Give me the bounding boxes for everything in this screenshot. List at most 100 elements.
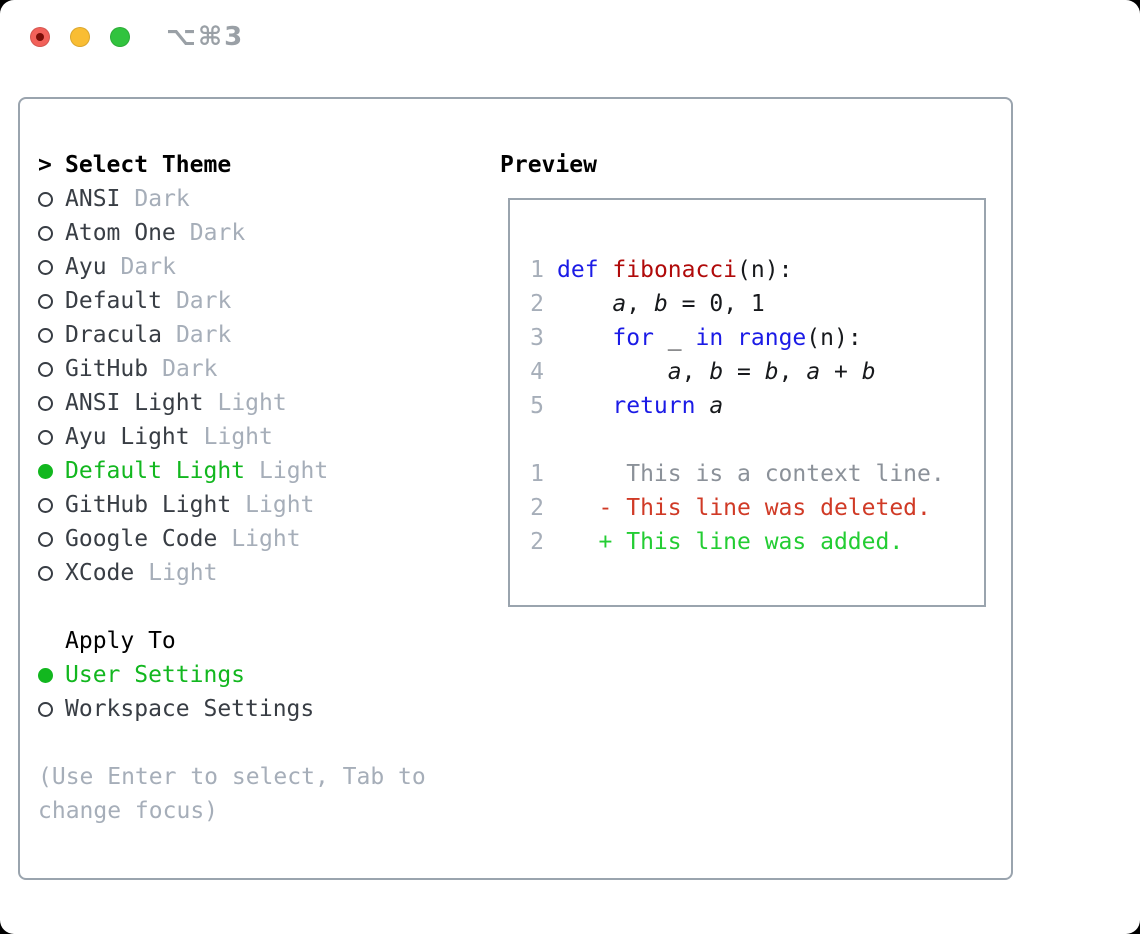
theme-name: Default Light [65, 458, 246, 484]
close-button[interactable] [30, 27, 50, 47]
radio-column [38, 259, 65, 275]
theme-option-google-code-light[interactable]: Google Code Light [38, 522, 458, 556]
apply-option-user-settings[interactable]: User Settings [38, 658, 458, 692]
theme-variant: Dark [134, 186, 190, 212]
radio-icon [38, 701, 53, 717]
theme-option-default-dark[interactable]: Default Dark [38, 284, 458, 318]
radio-selected-icon [38, 667, 53, 683]
theme-option-ansi-light[interactable]: ANSI Light Light [38, 386, 458, 420]
radio-column [38, 361, 65, 377]
theme-name: Dracula [65, 322, 162, 348]
theme-variant: Dark [120, 254, 176, 280]
code-line: 3 for _ in range(n): [530, 321, 984, 355]
radio-column [38, 225, 65, 241]
theme-option-atom-one-dark[interactable]: Atom One Dark [38, 216, 458, 250]
code-token-plain: , [778, 359, 807, 385]
radio-icon [38, 293, 53, 309]
code-line: 2 + This line was added. [530, 525, 984, 559]
theme-variant: Dark [175, 322, 232, 348]
code-token-kw: for [612, 325, 654, 351]
theme-option-ayu-light[interactable]: Ayu Light Light [38, 420, 458, 454]
radio-column [38, 327, 65, 343]
code-token-plain [557, 359, 668, 385]
line-number: 4 [530, 359, 544, 385]
keyboard-hint: (Use Enter to select, Tab to change focu… [38, 764, 426, 824]
code-token-plain: _ [653, 325, 696, 351]
theme-list: > Select Theme ANSI Dark Atom One Dark A… [38, 148, 458, 828]
window-controls [30, 27, 130, 47]
theme-option-ansi-dark[interactable]: ANSI Dark [38, 182, 458, 216]
theme-option-ayu-dark[interactable]: Ayu Dark [38, 250, 458, 284]
code-token-ctx: This is a context line. [557, 461, 945, 487]
code-token-var: b [764, 359, 779, 385]
radio-icon [38, 497, 53, 513]
minimize-button[interactable] [70, 27, 90, 47]
zoom-button[interactable] [110, 27, 130, 47]
theme-name: Atom One [65, 220, 176, 246]
radio-column [38, 565, 65, 581]
apply-to-header: Apply To [38, 624, 458, 658]
line-number: 2 [530, 495, 544, 521]
theme-variant: Dark [189, 220, 246, 246]
code-line: 4 a, b = b, a + b [530, 355, 984, 389]
radio-selected-icon [38, 463, 53, 479]
theme-variant: Light [259, 458, 329, 484]
code-token-del: - This line was deleted. [557, 495, 931, 521]
code-line: 2 a, b = 0, 1 [530, 287, 984, 321]
line-number: 5 [530, 393, 544, 419]
radio-icon [38, 429, 53, 445]
select-theme-title: Select Theme [65, 152, 232, 178]
code-token-var: b [709, 359, 724, 385]
theme-name: Ayu Light [65, 424, 190, 450]
code-token-fn: fibonacci [612, 257, 738, 283]
line-number: 2 [530, 291, 544, 317]
apply-to-title: Apply To [65, 628, 176, 654]
code-token-var: a [806, 359, 821, 385]
window-title: ⌥⌘3 [166, 22, 245, 52]
spacer [38, 726, 458, 760]
preview-title: Preview [500, 152, 597, 178]
code-line: 5 return a [530, 389, 984, 423]
radio-icon [38, 531, 53, 547]
code-token-kw: return [612, 393, 696, 419]
code-token-kw: in [695, 325, 724, 351]
radio-icon [38, 259, 53, 275]
code-token-var: a [667, 359, 682, 385]
theme-variant: Light [203, 424, 273, 450]
theme-option-default-light[interactable]: Default Light Light [38, 454, 458, 488]
code-token-plain [723, 325, 737, 351]
apply-option-label: User Settings [65, 662, 246, 688]
radio-icon [38, 191, 53, 207]
theme-option-github-light[interactable]: GitHub Light Light [38, 488, 458, 522]
code-token-plain: (n): [806, 325, 862, 351]
radio-column [38, 463, 65, 479]
theme-option-xcode-light[interactable]: XCode Light [38, 556, 458, 590]
line-number: 1 [530, 257, 544, 283]
code-token-plain [557, 291, 612, 317]
radio-icon [38, 225, 53, 241]
radio-column [38, 701, 65, 717]
apply-option-label: Workspace Settings [65, 696, 315, 722]
radio-icon [38, 395, 53, 411]
close-dot-icon [36, 33, 44, 41]
apply-option-workspace-settings[interactable]: Workspace Settings [38, 692, 458, 726]
code-token-var: b [653, 291, 668, 317]
theme-name: Google Code [65, 526, 218, 552]
code-line: 1 This is a context line. [530, 457, 984, 491]
code-token-plain: + [820, 359, 862, 385]
radio-icon [38, 565, 53, 581]
theme-name: Ayu [65, 254, 107, 280]
theme-option-github-dark[interactable]: GitHub Dark [38, 352, 458, 386]
radio-icon [38, 361, 53, 377]
code-line [530, 423, 984, 457]
code-token-kw: range [737, 325, 807, 351]
radio-column [38, 395, 65, 411]
theme-option-dracula-dark[interactable]: Dracula Dark [38, 318, 458, 352]
code-token-add: + This line was added. [557, 529, 904, 555]
theme-name: GitHub Light [65, 492, 232, 518]
radio-column [38, 497, 65, 513]
code-token-var: b [861, 359, 876, 385]
